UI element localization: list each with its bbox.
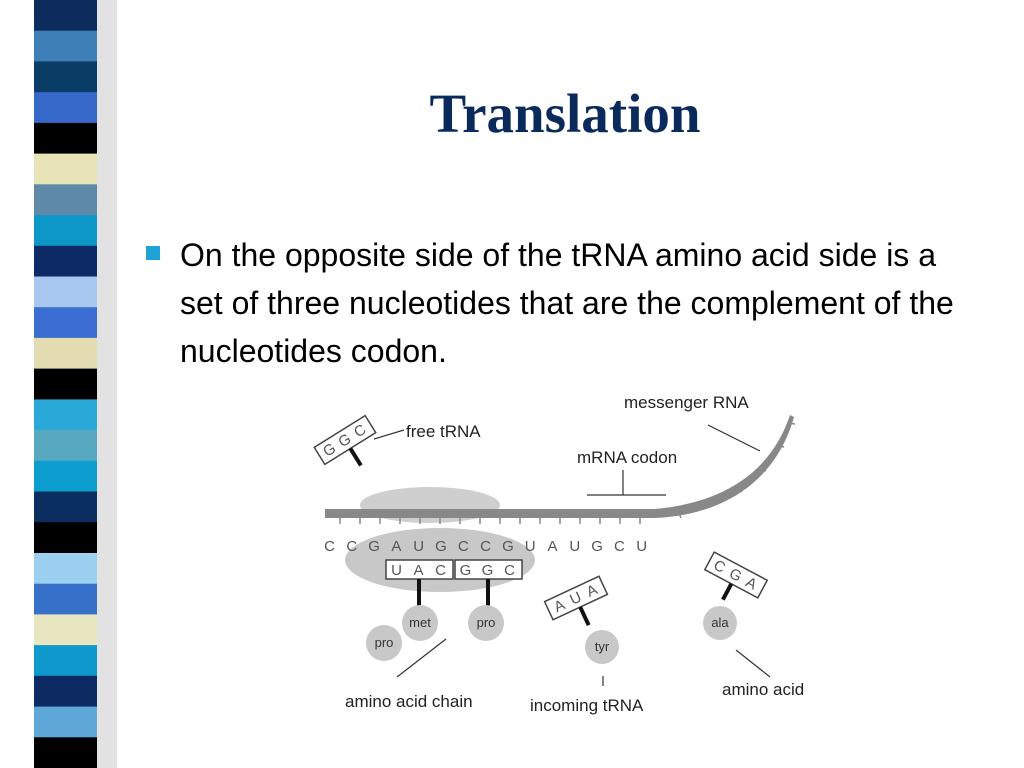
stripe-block: [34, 522, 97, 554]
stripe-block: [34, 368, 97, 400]
mrna-base: C: [346, 538, 358, 555]
stripe-block: [34, 61, 97, 93]
mrna-base: C: [458, 538, 470, 555]
amino-acid-ala: [703, 606, 737, 640]
mrna-base: C: [614, 538, 626, 555]
stripe-block: [34, 337, 97, 370]
anticodon-base: C: [435, 562, 447, 579]
stripe-block: [34, 0, 97, 32]
stripe-block: [34, 460, 97, 492]
amino-acid-tyr: [585, 630, 619, 664]
mrna-base: A: [547, 538, 558, 555]
stripe-block: [34, 553, 97, 585]
stripe-block: [34, 215, 97, 247]
amino-acid-ala-label: ala: [711, 615, 729, 630]
amino-acid-pro-2-label: pro: [477, 615, 496, 630]
stripe-block: [34, 184, 97, 216]
mrna-base: G: [591, 538, 604, 555]
mrna-codon-label: mRNA codon: [577, 448, 677, 467]
stripe-block: [34, 30, 97, 62]
stripe-block: [34, 307, 97, 339]
stripe-block: [34, 737, 97, 768]
bullet-text: On the opposite side of the tRNA amino a…: [180, 237, 954, 369]
mrna-base: G: [368, 538, 381, 555]
amino-acid-met: [402, 605, 438, 641]
anticodon-base: A: [413, 562, 424, 579]
stripe-block: [34, 583, 97, 615]
decorative-stripe-bar: [0, 0, 128, 768]
anticodon-base: U: [391, 562, 403, 579]
stripe-block: [34, 645, 97, 677]
mrna-base: U: [636, 538, 648, 555]
stripe-block: [34, 706, 97, 738]
anticodon-base: C: [504, 562, 516, 579]
stripe-block: [34, 675, 97, 707]
stripe-block: [34, 614, 97, 646]
amino-acid-pro-1-label: pro: [375, 635, 394, 650]
mrna-base: U: [569, 538, 581, 555]
mrna-base: C: [480, 538, 492, 555]
stripe-block: [34, 122, 97, 155]
bullet-marker: [146, 246, 160, 260]
free-trna-label: free tRNA: [406, 422, 481, 441]
messenger-rna-label: messenger RNA: [624, 393, 749, 412]
mrna-base: G: [502, 538, 515, 555]
amino-acid-trna: CGA: [703, 551, 769, 601]
incoming-trna: AUA: [543, 575, 609, 627]
stripe-block: [34, 430, 97, 462]
mrna-base: C: [324, 538, 336, 555]
incoming-trna-label: incoming tRNA: [530, 696, 644, 715]
stripe-block: [34, 399, 97, 431]
amino-acid-pro-1: [366, 625, 402, 661]
amino-acid-pro-2: [468, 605, 504, 641]
amino-acid-chain-label: amino acid chain: [345, 692, 473, 711]
stripe-block: [34, 491, 97, 523]
amino-acid-met-label: met: [409, 615, 431, 630]
anticodon-base: G: [460, 562, 473, 579]
amino-acid-label: amino acid: [722, 680, 804, 699]
mrna-base: U: [525, 538, 537, 555]
free-trna: GGC: [313, 414, 377, 467]
amino-acid-tyr-label: tyr: [595, 639, 610, 654]
anticodon-base: G: [482, 562, 495, 579]
stripe-block: [34, 245, 97, 277]
mrna-base: G: [435, 538, 448, 555]
slide-title: Translation: [429, 83, 701, 144]
stripe-block: [34, 153, 97, 185]
stripe-block: [34, 276, 97, 308]
mrna-base: U: [413, 538, 425, 555]
mrna-base: A: [391, 538, 402, 555]
stripe-block: [34, 92, 97, 124]
